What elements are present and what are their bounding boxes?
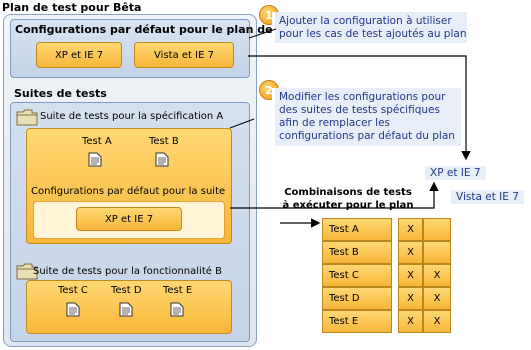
plan-config-xp-ie7: XP et IE 7 [36, 42, 122, 68]
document-icon [66, 302, 80, 317]
callout-2-line: des suites de tests spécifiques [279, 104, 440, 116]
combo-test-cell: Test A [322, 218, 392, 241]
combo-xp-cell: X [398, 310, 423, 333]
suite-config-xp-ie7: XP et IE 7 [76, 207, 182, 231]
callout-2: Modifier les configurations pour des sui… [272, 88, 461, 146]
combinations-title-line: Combinaisons de tests [284, 187, 412, 198]
combo-vista-cell: X [423, 264, 451, 287]
document-icon [119, 302, 133, 317]
callout-2-line: Modifier les configurations pour [279, 91, 446, 103]
callout-2-line: configurations par défaut du plan [279, 130, 455, 142]
suites-title: Suites de tests [14, 87, 107, 100]
combo-test-cell: Test C [322, 264, 392, 287]
combo-vista-cell [423, 218, 451, 241]
test-a-label: Test A [82, 136, 112, 147]
combo-vista-cell [423, 241, 451, 264]
callout-1: Ajouter la configuration à utiliser pour… [272, 12, 467, 43]
plan-default-configs-title: Configurations par défaut pour le plan d… [15, 23, 301, 36]
combo-vista-cell: X [423, 310, 451, 333]
folder-icon [16, 109, 38, 126]
test-d-label: Test D [111, 285, 142, 296]
combo-config-xp: XP et IE 7 [422, 166, 486, 180]
combo-test-cell: Test E [322, 310, 392, 333]
test-e-label: Test E [163, 285, 193, 296]
combo-test-cell: Test D [322, 287, 392, 310]
callout-1-line: pour les cas de test ajoutés au plan [279, 28, 467, 40]
connector-line [248, 28, 277, 39]
combo-config-vista: Vista et IE 7 [448, 190, 524, 204]
callout-1-line: Ajouter la configuration à utiliser [279, 15, 452, 27]
combo-vista-cell: X [423, 287, 451, 310]
document-icon [170, 302, 184, 317]
document-icon [155, 152, 169, 167]
suite-config-title: Configurations par défaut pour la suite [31, 186, 226, 197]
combinations-title-line: à exécuter pour le plan [282, 200, 414, 211]
plan-config-vista-ie7: Vista et IE 7 [134, 42, 234, 68]
folder-icon [16, 263, 38, 280]
test-b-label: Test B [149, 136, 179, 147]
combo-xp-cell: X [398, 241, 423, 264]
combo-test-cell: Test B [322, 241, 392, 264]
combinations-title: Combinaisons de tests à exécuter pour le… [280, 186, 416, 212]
combo-xp-cell: X [398, 287, 423, 310]
callout-2-line: afin de remplacer les [279, 117, 391, 129]
connector-line [229, 118, 255, 129]
spec-suite-name: Suite de tests pour la spécification A [40, 111, 224, 122]
plan-title: Plan de test pour Bêta [2, 1, 142, 14]
test-c-label: Test C [58, 285, 88, 296]
combo-xp-cell: X [398, 218, 423, 241]
combo-xp-cell: X [398, 264, 423, 287]
document-icon [88, 152, 102, 167]
feature-suite-name: Suite de tests pour la fonctionnalité B [33, 266, 222, 277]
